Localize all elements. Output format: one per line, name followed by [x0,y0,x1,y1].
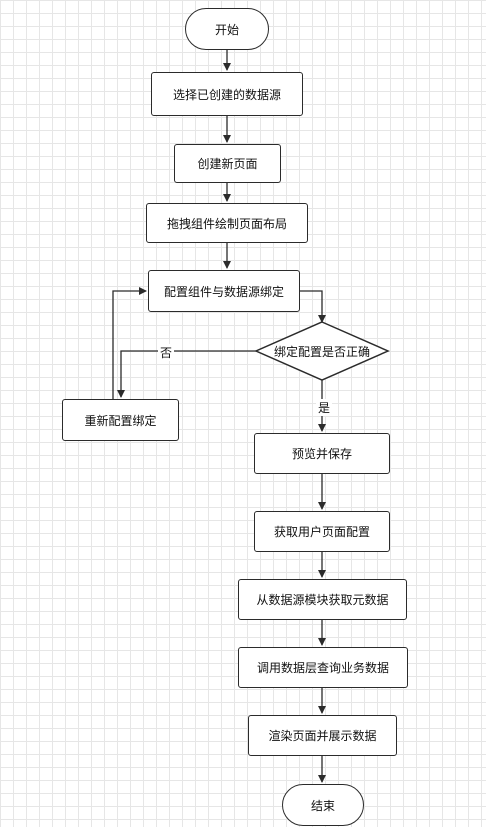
start-node: 开始 [185,8,269,50]
end-node: 结束 [282,784,364,826]
drag-layout-node: 拖拽组件绘制页面布局 [146,203,308,243]
edge-yes-label: 是 [316,399,333,416]
edge-config-to-decision [300,290,326,323]
config-binding-node: 配置组件与数据源绑定 [148,270,300,312]
reconfigure-binding-node: 重新配置绑定 [62,399,179,441]
create-page-node: 创建新页面 [174,144,281,183]
edge-no-label: 否 [158,344,175,361]
edge-decision-no [117,350,256,398]
render-page-node: 渲染页面并展示数据 [248,715,397,756]
get-user-config-node: 获取用户页面配置 [254,511,390,552]
decision-label: 绑定配置是否正确 [273,345,370,359]
preview-save-node: 预览并保存 [254,433,390,474]
get-metadata-node: 从数据源模块获取元数据 [238,579,407,620]
decision-diamond [254,321,390,381]
select-datasource-node: 选择已创建的数据源 [151,72,303,116]
edge-reconfig-to-config [112,287,147,400]
query-data-node: 调用数据层查询业务数据 [238,647,408,688]
